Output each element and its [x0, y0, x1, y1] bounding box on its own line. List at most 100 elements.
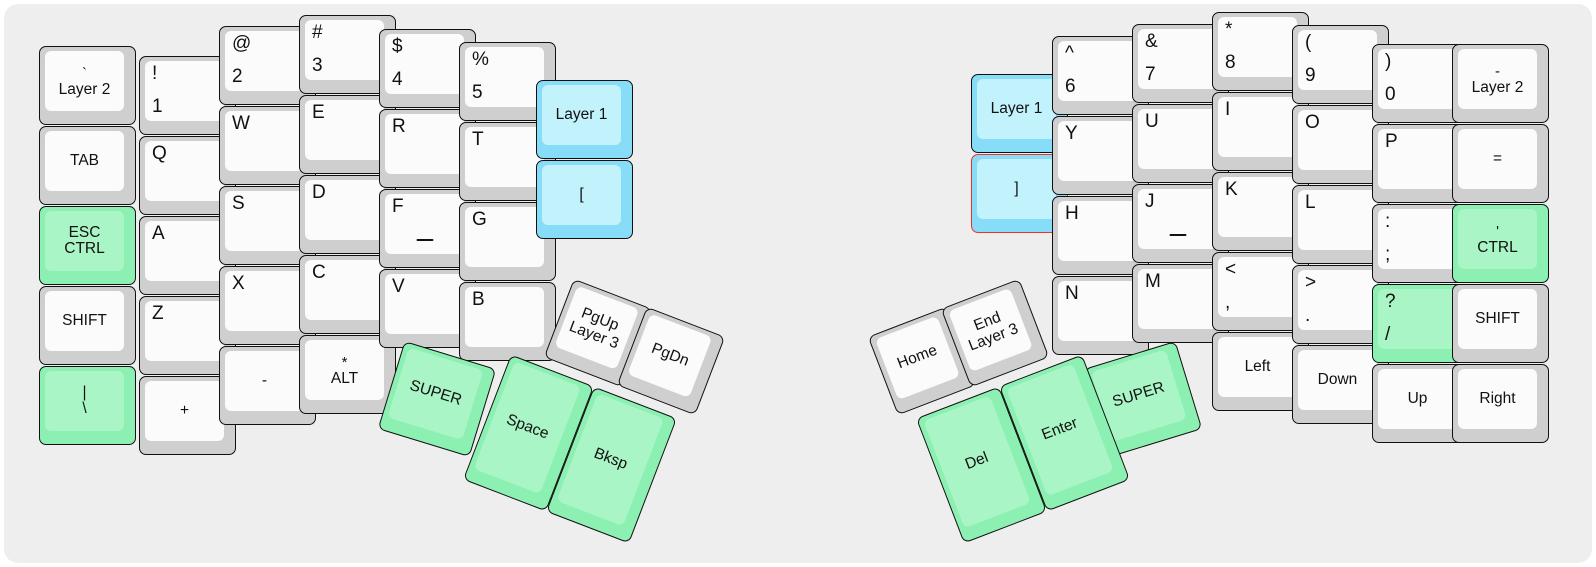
paren-close-0-label: 0 — [1385, 84, 1396, 106]
p-label: P — [1385, 131, 1398, 152]
b-cap: B — [465, 287, 544, 347]
plus-label: + — [179, 401, 190, 419]
star-8-label: 8 — [1225, 52, 1236, 74]
equals-label: = — [1492, 149, 1503, 167]
percent-5-cap: %5 — [465, 47, 544, 107]
end-layer3-label: Layer 3 — [966, 319, 1021, 355]
b-label: B — [472, 289, 485, 310]
c-label: C — [312, 262, 326, 283]
arrow-left-label: Left — [1244, 357, 1271, 375]
key-s[interactable]: S — [219, 186, 316, 265]
paren-open-9-cap: (9 — [1298, 30, 1377, 90]
key-b[interactable]: B — [459, 282, 556, 361]
key-equals[interactable]: = — [1452, 124, 1549, 203]
arrow-up-label: Up — [1407, 389, 1428, 407]
key-shift-right[interactable]: SHIFT — [1452, 284, 1549, 363]
quote-ctrl-cap: 'CTRL — [1458, 209, 1537, 269]
arrow-left-cap: Left — [1218, 337, 1297, 397]
space-label: Space — [503, 411, 552, 444]
percent-5-label: 5 — [472, 82, 483, 104]
f-label: F — [392, 196, 404, 217]
v-label: V — [392, 276, 405, 297]
quote-ctrl-label: CTRL — [1477, 239, 1518, 257]
j-cap: J — [1138, 189, 1217, 249]
hash-3-label: 3 — [312, 55, 323, 77]
key-bracket-left[interactable]: [ — [536, 160, 633, 239]
question-slash-cap: ?/ — [1378, 289, 1457, 349]
question-slash-label: ? — [1385, 291, 1396, 312]
h-label: H — [1065, 203, 1079, 224]
r-cap: R — [385, 114, 464, 174]
super-left-cap: SUPER — [387, 347, 484, 441]
bracket-left-label: [ — [579, 185, 584, 203]
layer1-left-cap: Layer 1 — [542, 85, 621, 145]
t-cap: T — [465, 127, 544, 187]
s-label: S — [232, 193, 245, 214]
key-layer1-left[interactable]: Layer 1 — [536, 80, 633, 159]
key-g[interactable]: G — [459, 202, 556, 281]
g-cap: G — [465, 207, 544, 267]
esc-ctrl-label: ESC — [68, 223, 101, 241]
pipe-backslash-label: \ — [82, 400, 87, 417]
dollar-4-cap: $4 — [385, 34, 464, 94]
a-label: A — [152, 223, 165, 244]
arrow-down-cap: Down — [1298, 350, 1377, 410]
tab-label: TAB — [70, 151, 99, 169]
key-quote-ctrl[interactable]: 'CTRL — [1452, 204, 1549, 283]
key-arrow-right[interactable]: Right — [1452, 364, 1549, 443]
exclam-1-cap: !1 — [145, 61, 224, 121]
exclam-1-label: ! — [152, 63, 158, 84]
super-left-label: SUPER — [407, 377, 464, 410]
key-minus-layer2[interactable]: -Layer 2 — [1452, 44, 1549, 123]
grave-layer2-cap: `Layer 2 — [45, 51, 124, 111]
d-cap: D — [305, 180, 384, 240]
key-plus[interactable]: + — [139, 376, 236, 455]
minus-layer2-label: - — [1495, 62, 1500, 80]
q-label: Q — [152, 143, 167, 164]
enter-label: Enter — [1039, 414, 1081, 444]
s-cap: S — [225, 191, 304, 251]
p-cap: P — [1378, 129, 1457, 189]
arrow-right-label: Right — [1479, 389, 1516, 407]
i-cap: I — [1218, 97, 1297, 157]
at-2-label: @ — [232, 33, 252, 54]
key-i[interactable]: I — [1212, 92, 1309, 171]
percent-5-label: % — [472, 49, 489, 70]
minus-layer2-label: Layer 2 — [1471, 79, 1524, 97]
paren-open-9-label: ( — [1305, 32, 1312, 53]
equals-cap: = — [1458, 129, 1537, 189]
exclam-1-label: 1 — [152, 96, 163, 118]
at-2-label: 2 — [232, 66, 243, 88]
key-grave-layer2[interactable]: `Layer 2 — [39, 46, 136, 125]
f-homing-bar-icon — [416, 239, 433, 241]
amp-7-label: & — [1145, 31, 1158, 52]
colon-semicolon-cap: :; — [1378, 209, 1457, 269]
o-cap: O — [1298, 110, 1377, 170]
layer1-left-label: Layer 1 — [555, 105, 608, 123]
home-label: Home — [895, 342, 940, 373]
m-label: M — [1145, 271, 1161, 292]
t-label: T — [472, 129, 484, 150]
layer1-right-label: Layer 1 — [990, 99, 1043, 117]
key-tab[interactable]: TAB — [39, 126, 136, 205]
key-k[interactable]: K — [1212, 172, 1309, 251]
l-label: L — [1305, 192, 1316, 213]
e-label: E — [312, 102, 325, 123]
colon-semicolon-label: : — [1385, 211, 1391, 232]
star-8-cap: *8 — [1218, 17, 1297, 77]
c-cap: C — [305, 260, 384, 320]
j-homing-bar-icon — [1169, 234, 1186, 236]
key-shift-left[interactable]: SHIFT — [39, 286, 136, 365]
k-cap: K — [1218, 177, 1297, 237]
key-bracket-right[interactable]: ] — [971, 154, 1068, 233]
i-label: I — [1225, 99, 1231, 120]
caret-6-label: 6 — [1065, 76, 1076, 98]
key-pipe-backslash[interactable]: |\ — [39, 366, 136, 445]
amp-7-cap: &7 — [1138, 29, 1217, 89]
at-2-cap: @2 — [225, 31, 304, 91]
bracket-right-label: ] — [1014, 179, 1019, 197]
pgup-layer3-label: Layer 3 — [566, 317, 622, 352]
